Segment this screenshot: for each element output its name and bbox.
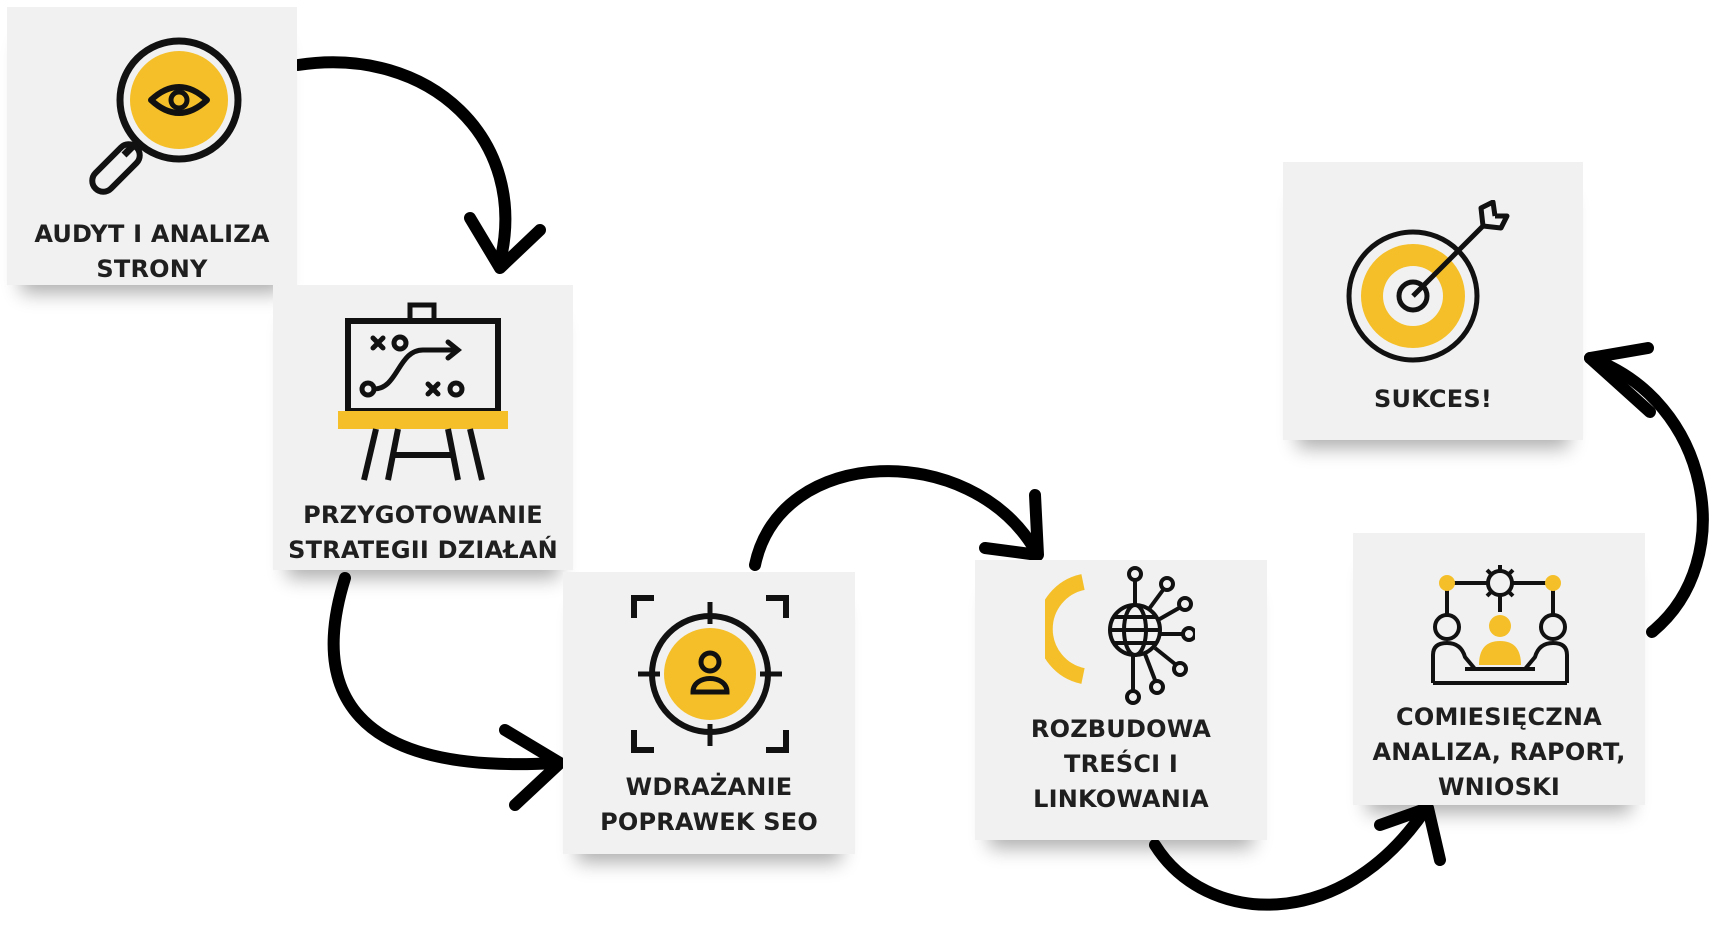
step-label-report: COMIESIĘCZNA ANALIZA, RAPORT, WNIOSKI <box>1372 703 1626 801</box>
step-card-strategy: PRZYGOTOWANIE STRATEGII DZIAŁAŃ <box>273 285 573 570</box>
meeting-gear-icon <box>1431 565 1569 685</box>
dartboard-icon <box>1346 200 1510 363</box>
arrow-head-strategy-to-seo <box>499 724 566 811</box>
step-card-audit: AUDYT I ANALIZA STRONY <box>7 7 297 285</box>
arrow-strategy-to-seo <box>327 572 561 771</box>
step-label-strategy: PRZYGOTOWANIE STRATEGII DZIAŁAŃ <box>288 501 558 564</box>
arrow-head-report-to-success <box>1584 342 1656 418</box>
step-card-seo: WDRAŻANIE POPRAWEK SEO <box>563 572 855 854</box>
target-person-icon <box>631 595 789 753</box>
step-label-seo: WDRAŻANIE POPRAWEK SEO <box>600 773 818 836</box>
magnifier-eye-icon <box>89 37 242 195</box>
network-globe-icon <box>1045 566 1195 705</box>
arrow-seo-to-content <box>749 465 1041 571</box>
arrow-audit-to-strategy <box>292 56 512 268</box>
strategy-board-icon <box>338 302 508 481</box>
arrow-head-content-to-report <box>1374 802 1446 866</box>
step-card-report: COMIESIĘCZNA ANALIZA, RAPORT, WNIOSKI <box>1353 533 1645 805</box>
step-card-content: ROZBUDOWA TREŚCI I LINKOWANIA <box>975 560 1267 840</box>
arrow-head-seo-to-content <box>979 489 1044 561</box>
step-card-success: SUKCES! <box>1283 162 1583 440</box>
step-label-success: SUKCES! <box>1374 385 1492 413</box>
step-label-audit: AUDYT I ANALIZA STRONY <box>34 220 270 283</box>
arrow-head-audit-to-strategy <box>464 212 546 274</box>
step-label-content: ROZBUDOWA TREŚCI I LINKOWANIA <box>1030 715 1212 813</box>
